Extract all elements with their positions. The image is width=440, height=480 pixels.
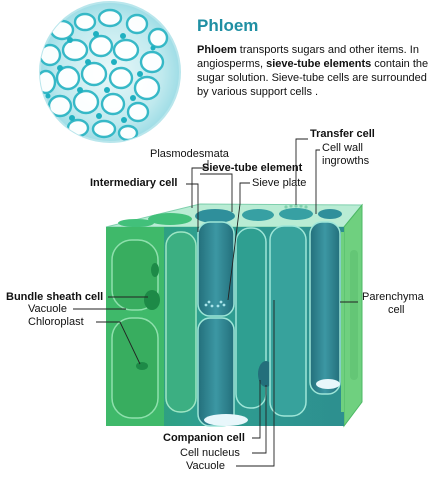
label-sieve-plate: Sieve plate [252, 177, 307, 189]
label-cell-wall-1: Cell wall [322, 142, 363, 154]
tissue-block-front [106, 221, 344, 427]
label-companion-cell: Companion cell [163, 432, 245, 444]
label-plasmodesmata: Plasmodesmata [150, 148, 229, 160]
label-parenchyma-1: Parenchyma [362, 291, 424, 303]
label-cell-wall-2: ingrowths [322, 155, 370, 167]
tissue-block-side [343, 203, 363, 428]
label-chloroplast: Chloroplast [28, 316, 84, 328]
label-sieve-tube-element: Sieve-tube element [202, 162, 303, 174]
diagram-title: Phloem [197, 16, 259, 35]
label-parenchyma-2: cell [388, 304, 405, 316]
desc-term-sieve-tube: sieve-tube elements [266, 58, 372, 70]
diagram-description: Phloem transports sugars and other items… [197, 43, 429, 99]
desc-term-phloem: Phloem [197, 44, 237, 56]
label-intermediary-cell: Intermediary cell [90, 177, 178, 189]
leader-lines [73, 138, 358, 467]
label-cell-nucleus: Cell nucleus [180, 447, 240, 459]
desc-text-2: contain the sugar solution. Sieve-tube c… [197, 58, 429, 98]
desc-text-1: transports sugars and other items. In an… [197, 44, 419, 70]
label-vacuole-bottom: Vacuole [186, 460, 225, 472]
label-transfer-cell: Transfer cell [310, 128, 375, 140]
tissue-block-top [105, 203, 364, 228]
label-vacuole-left: Vacuole [28, 303, 67, 315]
label-bundle-sheath-cell: Bundle sheath cell [6, 291, 104, 303]
micrograph [39, 1, 181, 143]
